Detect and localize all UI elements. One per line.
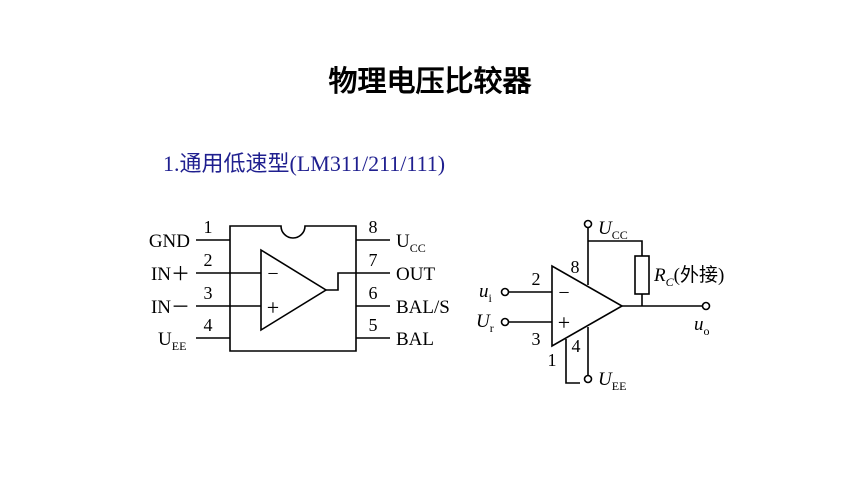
ic-package-diagram <box>196 225 390 352</box>
pin-number-7: 7 <box>369 250 378 270</box>
label-uo: uo <box>694 314 710 338</box>
pin-number-2: 2 <box>204 250 213 270</box>
label-uee: UEE <box>598 369 626 393</box>
ui-terminal <box>500 287 510 297</box>
uee-terminal <box>583 374 593 384</box>
circuit-pin-3: 3 <box>532 329 541 349</box>
ur-terminal <box>500 317 510 327</box>
pin-label-gnd: GND <box>149 231 190 252</box>
ucc-terminal <box>583 219 593 229</box>
pin-number-4: 4 <box>204 315 213 335</box>
circuit-pin-4: 4 <box>572 336 581 356</box>
comparator-circuit-labels: UCC RC(外接) ui Ur uo UEE 2 3 8 4 1 − + <box>476 218 724 393</box>
pin-label-uee: UEE <box>158 329 186 353</box>
plus-sign: + <box>267 295 279 320</box>
pin-number-1: 1 <box>204 217 213 237</box>
pin-number-6: 6 <box>369 283 378 303</box>
package-body <box>229 225 357 352</box>
page-title: 物理电压比较器 <box>328 64 532 98</box>
pin-label-bal-s: BAL/S <box>396 297 450 318</box>
pin1-wire <box>565 339 580 384</box>
circuit-comparator-triangle <box>551 264 624 348</box>
label-ur: Ur <box>476 311 494 335</box>
comparator-circuit <box>500 219 711 384</box>
pin-label-in-plus: IN＋ <box>151 264 190 285</box>
pin-label-ucc: UCC <box>396 231 426 255</box>
circuit-plus-sign: + <box>558 310 570 335</box>
output-line <box>326 272 390 291</box>
comparator-triangle <box>260 248 328 332</box>
label-ui: ui <box>479 281 493 305</box>
section-subtitle: 1.通用低速型(LM311/211/111) <box>163 151 446 176</box>
pin-label-out: OUT <box>396 264 435 285</box>
minus-sign: − <box>267 263 278 285</box>
label-rc: RC(外接) <box>653 264 724 289</box>
pin-label-bal: BAL <box>396 329 434 350</box>
pin-number-8: 8 <box>369 217 378 237</box>
rc-top-wire <box>588 240 643 256</box>
circuit-pin-2: 2 <box>532 269 541 289</box>
label-ucc: UCC <box>598 218 628 242</box>
rc-resistor <box>634 255 650 295</box>
uo-terminal <box>701 301 711 311</box>
circuit-pin-1: 1 <box>548 350 557 370</box>
circuit-minus-sign: − <box>558 282 569 304</box>
pin-number-5: 5 <box>369 315 378 335</box>
pin-label-in-minus: IN－ <box>151 297 190 318</box>
ic-package-labels: 1 2 3 4 GND IN＋ IN－ UEE 8 7 6 5 UCC OUT … <box>149 217 450 353</box>
circuit-pin-8: 8 <box>571 257 580 277</box>
pin-number-3: 3 <box>204 283 213 303</box>
